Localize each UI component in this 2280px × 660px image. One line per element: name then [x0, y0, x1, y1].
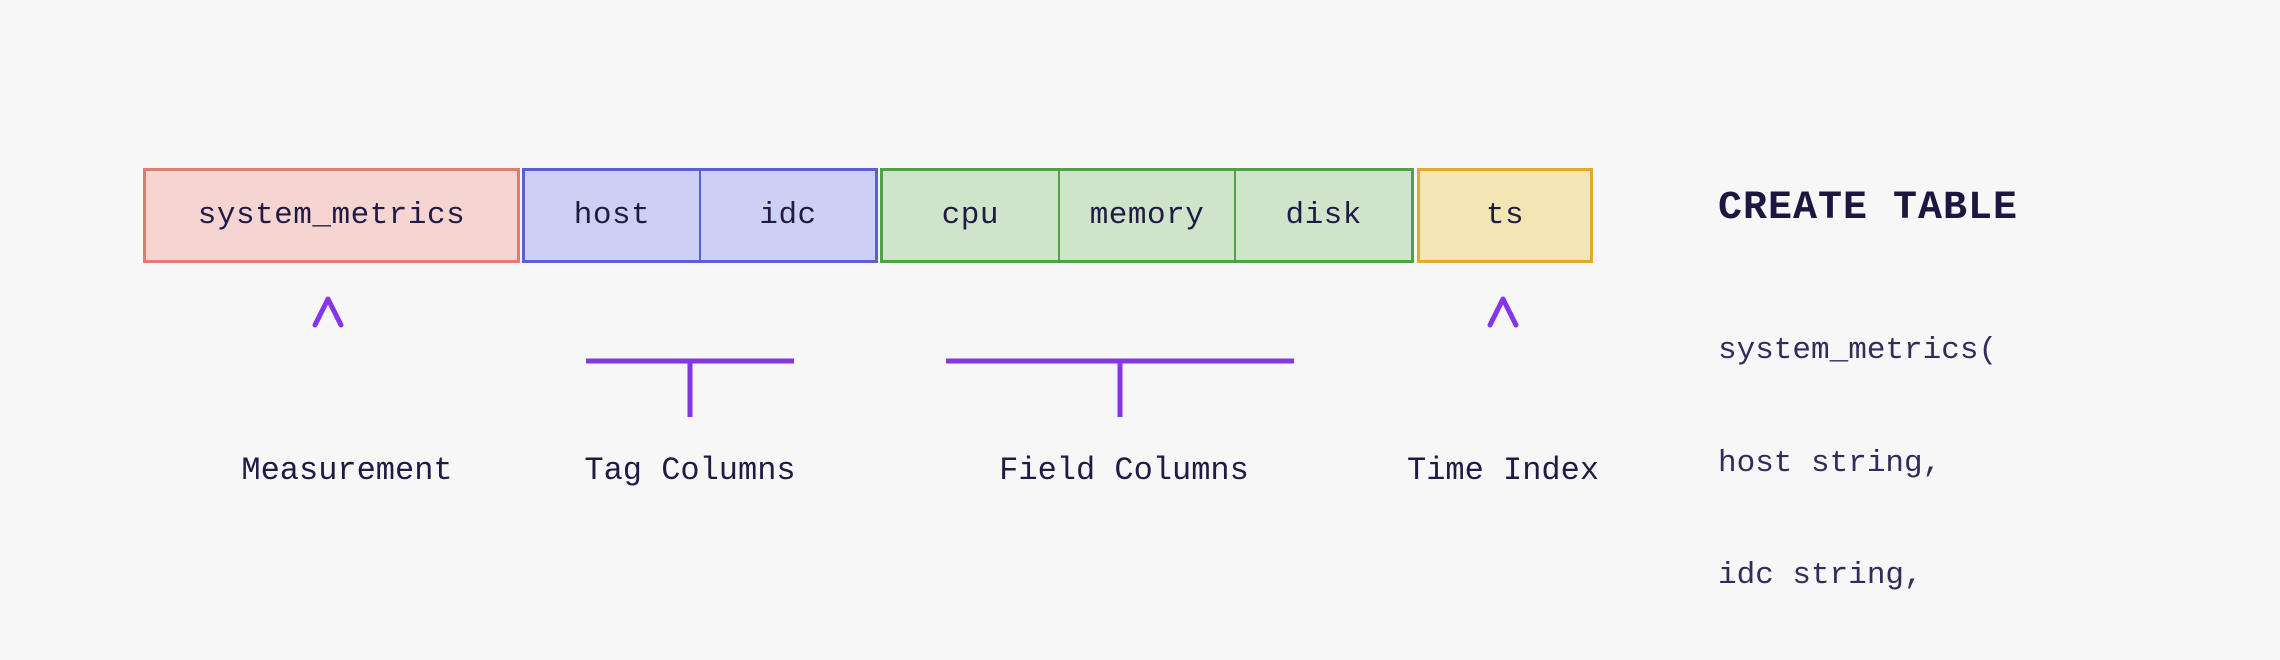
- sql-title: CREATE TABLE: [1718, 186, 2019, 231]
- field-divider: [1234, 171, 1237, 260]
- field-cell-disk: disk: [1285, 198, 1362, 233]
- tag-cell-idc: idc: [759, 198, 817, 233]
- field-columns-caption: Field Columns: [999, 452, 1249, 489]
- time-cell-ts: ts: [1485, 198, 1525, 233]
- sql-line: host string,: [1718, 445, 1942, 481]
- measurement-box: system_metrics: [143, 168, 520, 263]
- sql-snippet: CREATE TABLE system_metrics( host string…: [1718, 112, 2164, 660]
- field-columns-box: cpu memory disk: [880, 168, 1414, 263]
- tag-cell-host: host: [573, 198, 651, 233]
- bracket-icon: [586, 299, 794, 417]
- sql-line: system_metrics(: [1718, 333, 1998, 368]
- field-divider: [1057, 171, 1060, 260]
- field-cell-memory: memory: [1089, 198, 1205, 233]
- measurement-caption: Measurement: [241, 452, 453, 489]
- field-cell-cpu: cpu: [941, 198, 999, 233]
- sql-line: idc string,: [1718, 558, 1923, 593]
- up-arrow-icon: [1487, 296, 1519, 415]
- up-arrow-icon: [312, 296, 344, 415]
- time-index-caption: Time Index: [1406, 452, 1600, 489]
- measurement-cell-label: system_metrics: [197, 198, 466, 233]
- bracket-icon: [946, 299, 1294, 417]
- tag-divider: [699, 171, 701, 260]
- tag-columns-caption: Tag Columns: [584, 452, 796, 489]
- time-index-box: ts: [1417, 168, 1593, 263]
- tag-columns-box: host idc: [522, 168, 878, 263]
